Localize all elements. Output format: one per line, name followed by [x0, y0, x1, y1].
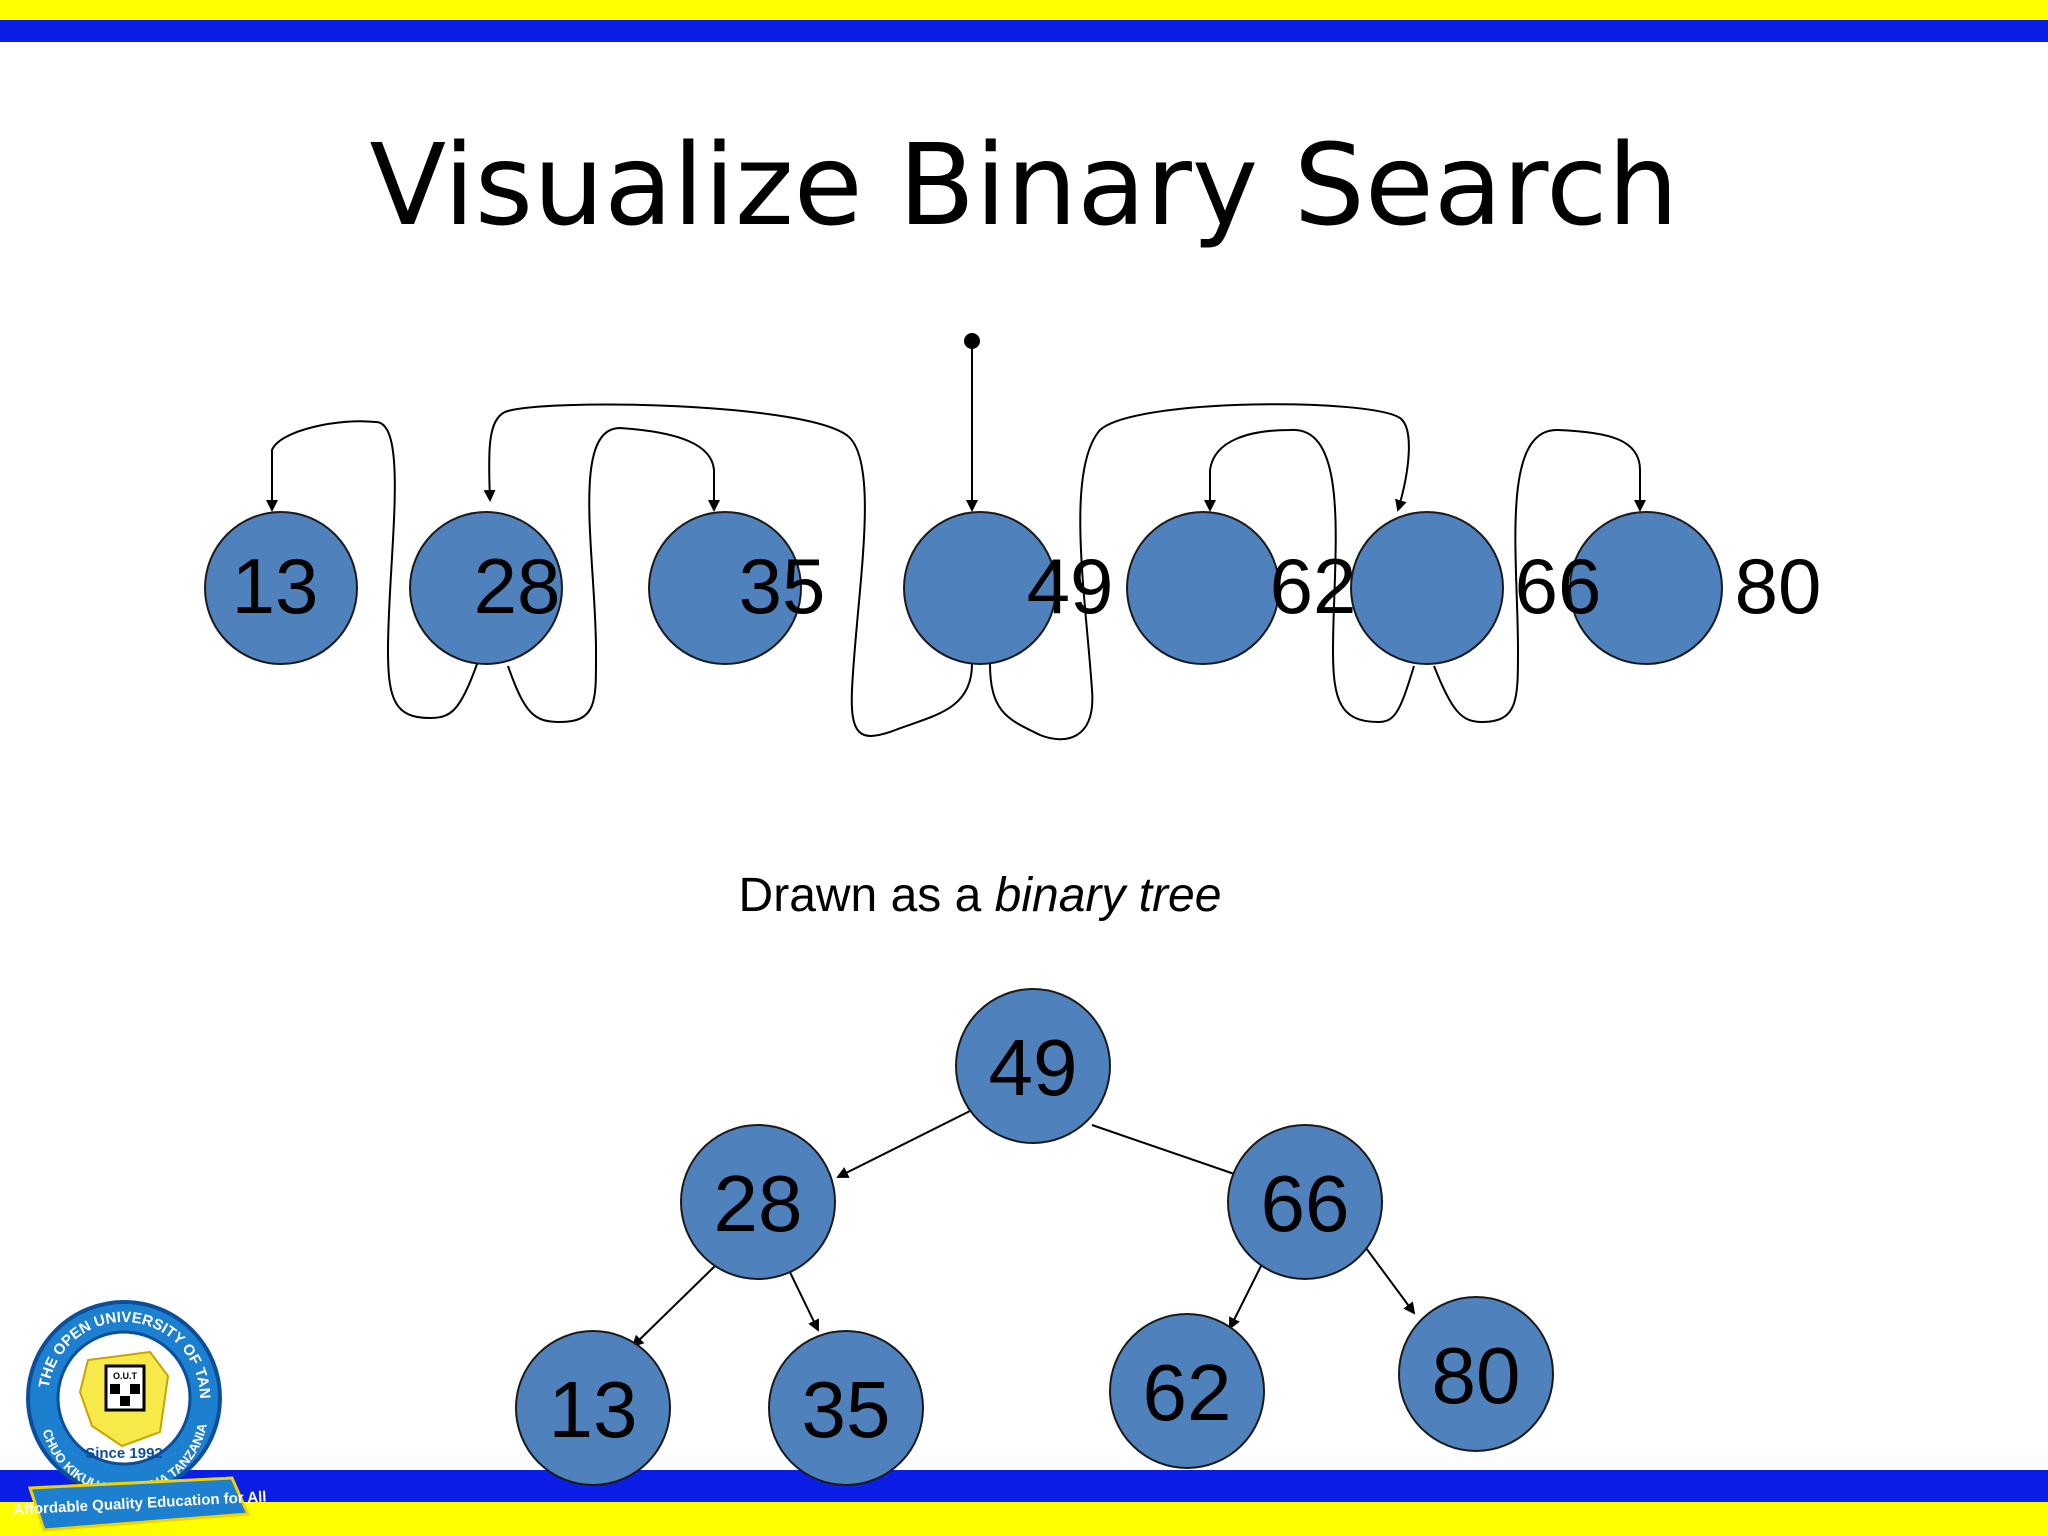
tree-node-28	[680, 1124, 836, 1280]
array-label-62: 62	[1270, 542, 1357, 630]
tree-node-49	[955, 988, 1111, 1144]
logo-shield-check-2	[130, 1384, 140, 1394]
tree-edge-66-80	[1365, 1247, 1416, 1315]
caption-prefix: Drawn as a	[738, 869, 995, 922]
array-links	[266, 403, 1646, 741]
logo-shield-check-3	[120, 1396, 130, 1406]
array-nodes	[204, 511, 1723, 665]
array-node-62	[1126, 511, 1280, 665]
slide-title: Visualize Binary Search	[369, 121, 1679, 251]
tree-node-label-49: 49	[989, 1023, 1078, 1112]
array-label-80: 80	[1735, 542, 1822, 630]
logo-ribbon	[27, 1476, 251, 1532]
tree-node-80	[1398, 1296, 1554, 1452]
tree-node-label-62: 62	[1143, 1348, 1232, 1437]
tree-node-66	[1227, 1124, 1383, 1280]
diagram-caption: Drawn as a binary tree	[0, 868, 1960, 923]
array-label-66: 66	[1515, 542, 1602, 630]
tree-node-label-28: 28	[714, 1159, 803, 1248]
array-label-13: 13	[232, 542, 319, 630]
tree-node-label-66: 66	[1261, 1159, 1350, 1248]
link-49-to-66	[989, 403, 1410, 741]
array-node-13	[204, 511, 358, 665]
top-blue-band	[0, 20, 2048, 42]
tree-node-label-80: 80	[1432, 1331, 1521, 1420]
top-yellow-band	[0, 0, 2048, 20]
link-66-to-62	[1204, 428, 1415, 724]
array-node-49	[903, 511, 1057, 665]
tree-edge-28-13	[631, 1264, 717, 1348]
array-node-28	[409, 511, 563, 665]
link-28-to-13	[266, 420, 478, 720]
array-node-80	[1569, 511, 1723, 665]
array-label-49: 49	[1027, 542, 1114, 630]
logo-monogram: O.U.T	[113, 1371, 138, 1381]
link-49-to-28	[483, 403, 973, 737]
tree-edges	[631, 1109, 1416, 1348]
bottom-blue-band	[0, 1470, 2048, 1502]
logo-shield-check-1	[110, 1384, 120, 1394]
array-labels: 13 28 35 49 62 66 80	[232, 542, 1822, 630]
tree-edge-28-35	[785, 1263, 820, 1332]
tree-node-62	[1109, 1313, 1265, 1469]
logo-since-text: Since 1992	[85, 1445, 163, 1462]
logo-ring-text: THE OPEN UNIVERSITY OF TANZANIA	[0, 0, 213, 1399]
link-66-to-80	[1433, 428, 1646, 724]
tree-node-label-13: 13	[549, 1365, 638, 1454]
bottom-yellow-band	[0, 1502, 2048, 1536]
link-28-to-35	[507, 426, 720, 724]
tree-nodes: 49 28 66 13 35 62 80	[515, 988, 1554, 1486]
array-label-28: 28	[474, 542, 561, 630]
array-node-66	[1350, 511, 1504, 665]
array-label-35: 35	[739, 542, 826, 630]
tree-node-13	[515, 1330, 671, 1486]
tree-edge-49-66	[1091, 1124, 1248, 1181]
university-logo: THE OPEN UNIVERSITY OF TANZANIA CHUO KIK…	[0, 0, 267, 1532]
tree-edge-49-28	[836, 1109, 973, 1178]
tree-edge-66-62	[1229, 1263, 1263, 1330]
tree-node-label-35: 35	[802, 1365, 891, 1454]
tree-node-35	[768, 1330, 924, 1486]
caption-emphasis: binary tree	[994, 869, 1222, 922]
array-node-35	[648, 511, 802, 665]
